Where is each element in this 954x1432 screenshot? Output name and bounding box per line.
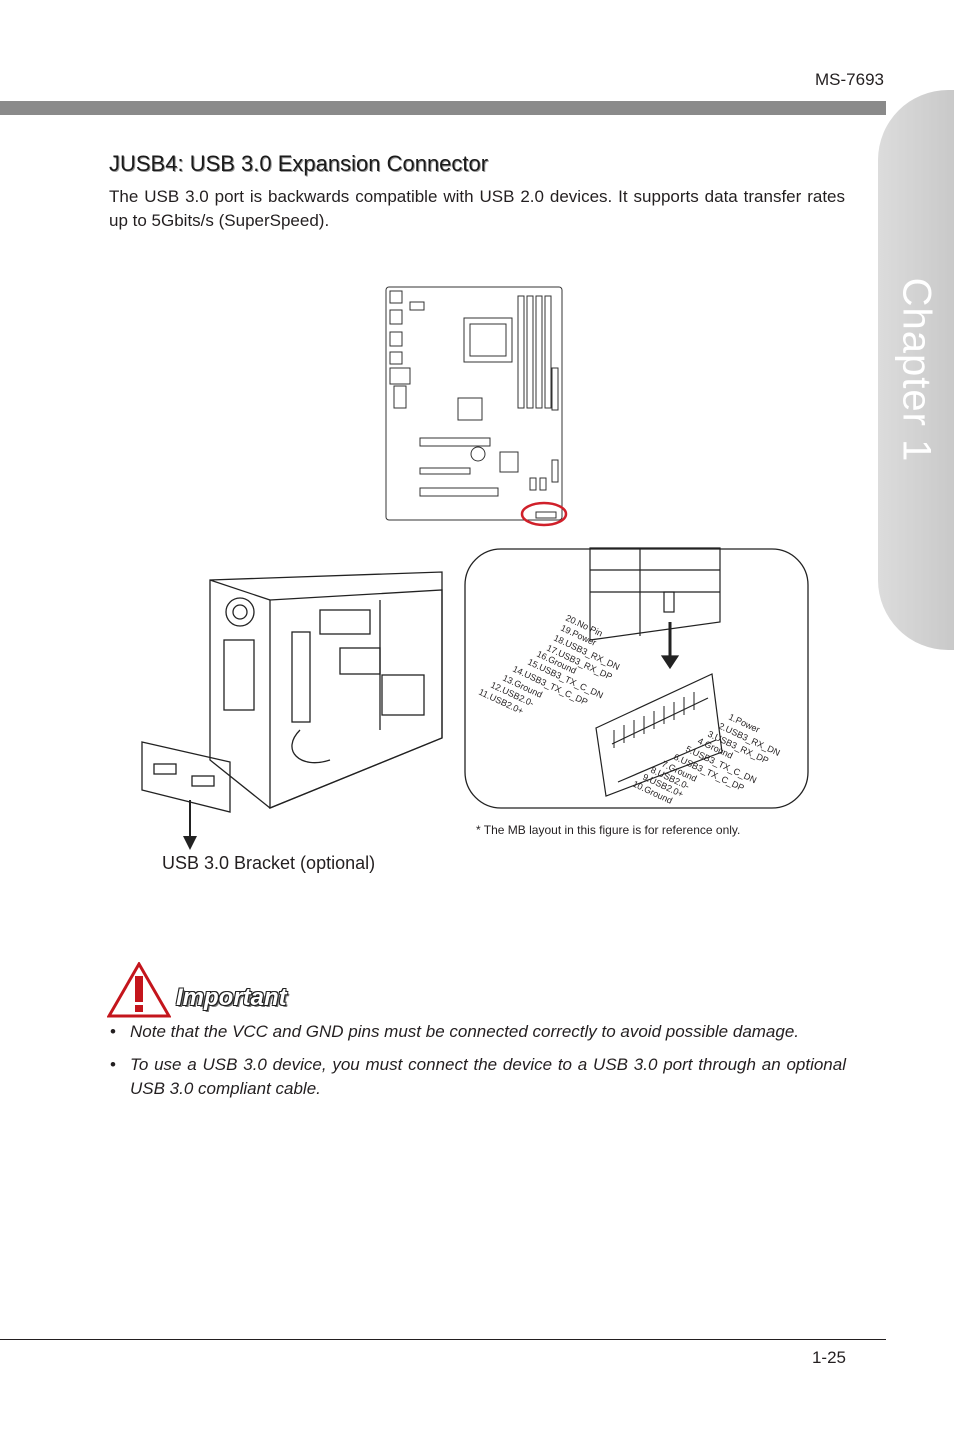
chapter-tab: Chapter 1 (878, 90, 954, 650)
bullet-text: To use a USB 3.0 device, you must connec… (130, 1055, 846, 1098)
header-pins (613, 692, 695, 748)
list-item: •Note that the VCC and GND pins must be … (110, 1022, 800, 1041)
section-title: JUSB4: USB 3.0 Expansion Connector (109, 151, 489, 176)
header-bar (0, 101, 886, 115)
important-list: •Note that the VCC and GND pins must be … (110, 1020, 846, 1110)
usb3-connector-figure: 20.No Pin 19.Power 18.USB3_RX_DN 17.USB3… (141, 286, 809, 850)
section-intro: The USB 3.0 port is backwards compatible… (109, 187, 845, 230)
list-item: •To use a USB 3.0 device, you must conne… (110, 1055, 846, 1098)
bullet-text: Note that the VCC and GND pins must be c… (130, 1022, 800, 1041)
usb3-header-diagram (589, 547, 723, 797)
footer-rule (0, 1339, 886, 1340)
figure-note: * The MB layout in this figure is for re… (476, 823, 741, 837)
computer-case-illustration (141, 571, 443, 813)
warning-triangle-icon (107, 962, 171, 1018)
motherboard-layout (385, 286, 563, 521)
important-heading: Important (176, 984, 287, 1011)
jusb4-highlight (520, 501, 568, 527)
bracket-label: USB 3.0 Bracket (optional) (162, 853, 376, 873)
page-number: 1-25 (811, 1348, 846, 1367)
pinout-callout (464, 548, 809, 809)
model-number: MS-7693 (815, 70, 884, 89)
